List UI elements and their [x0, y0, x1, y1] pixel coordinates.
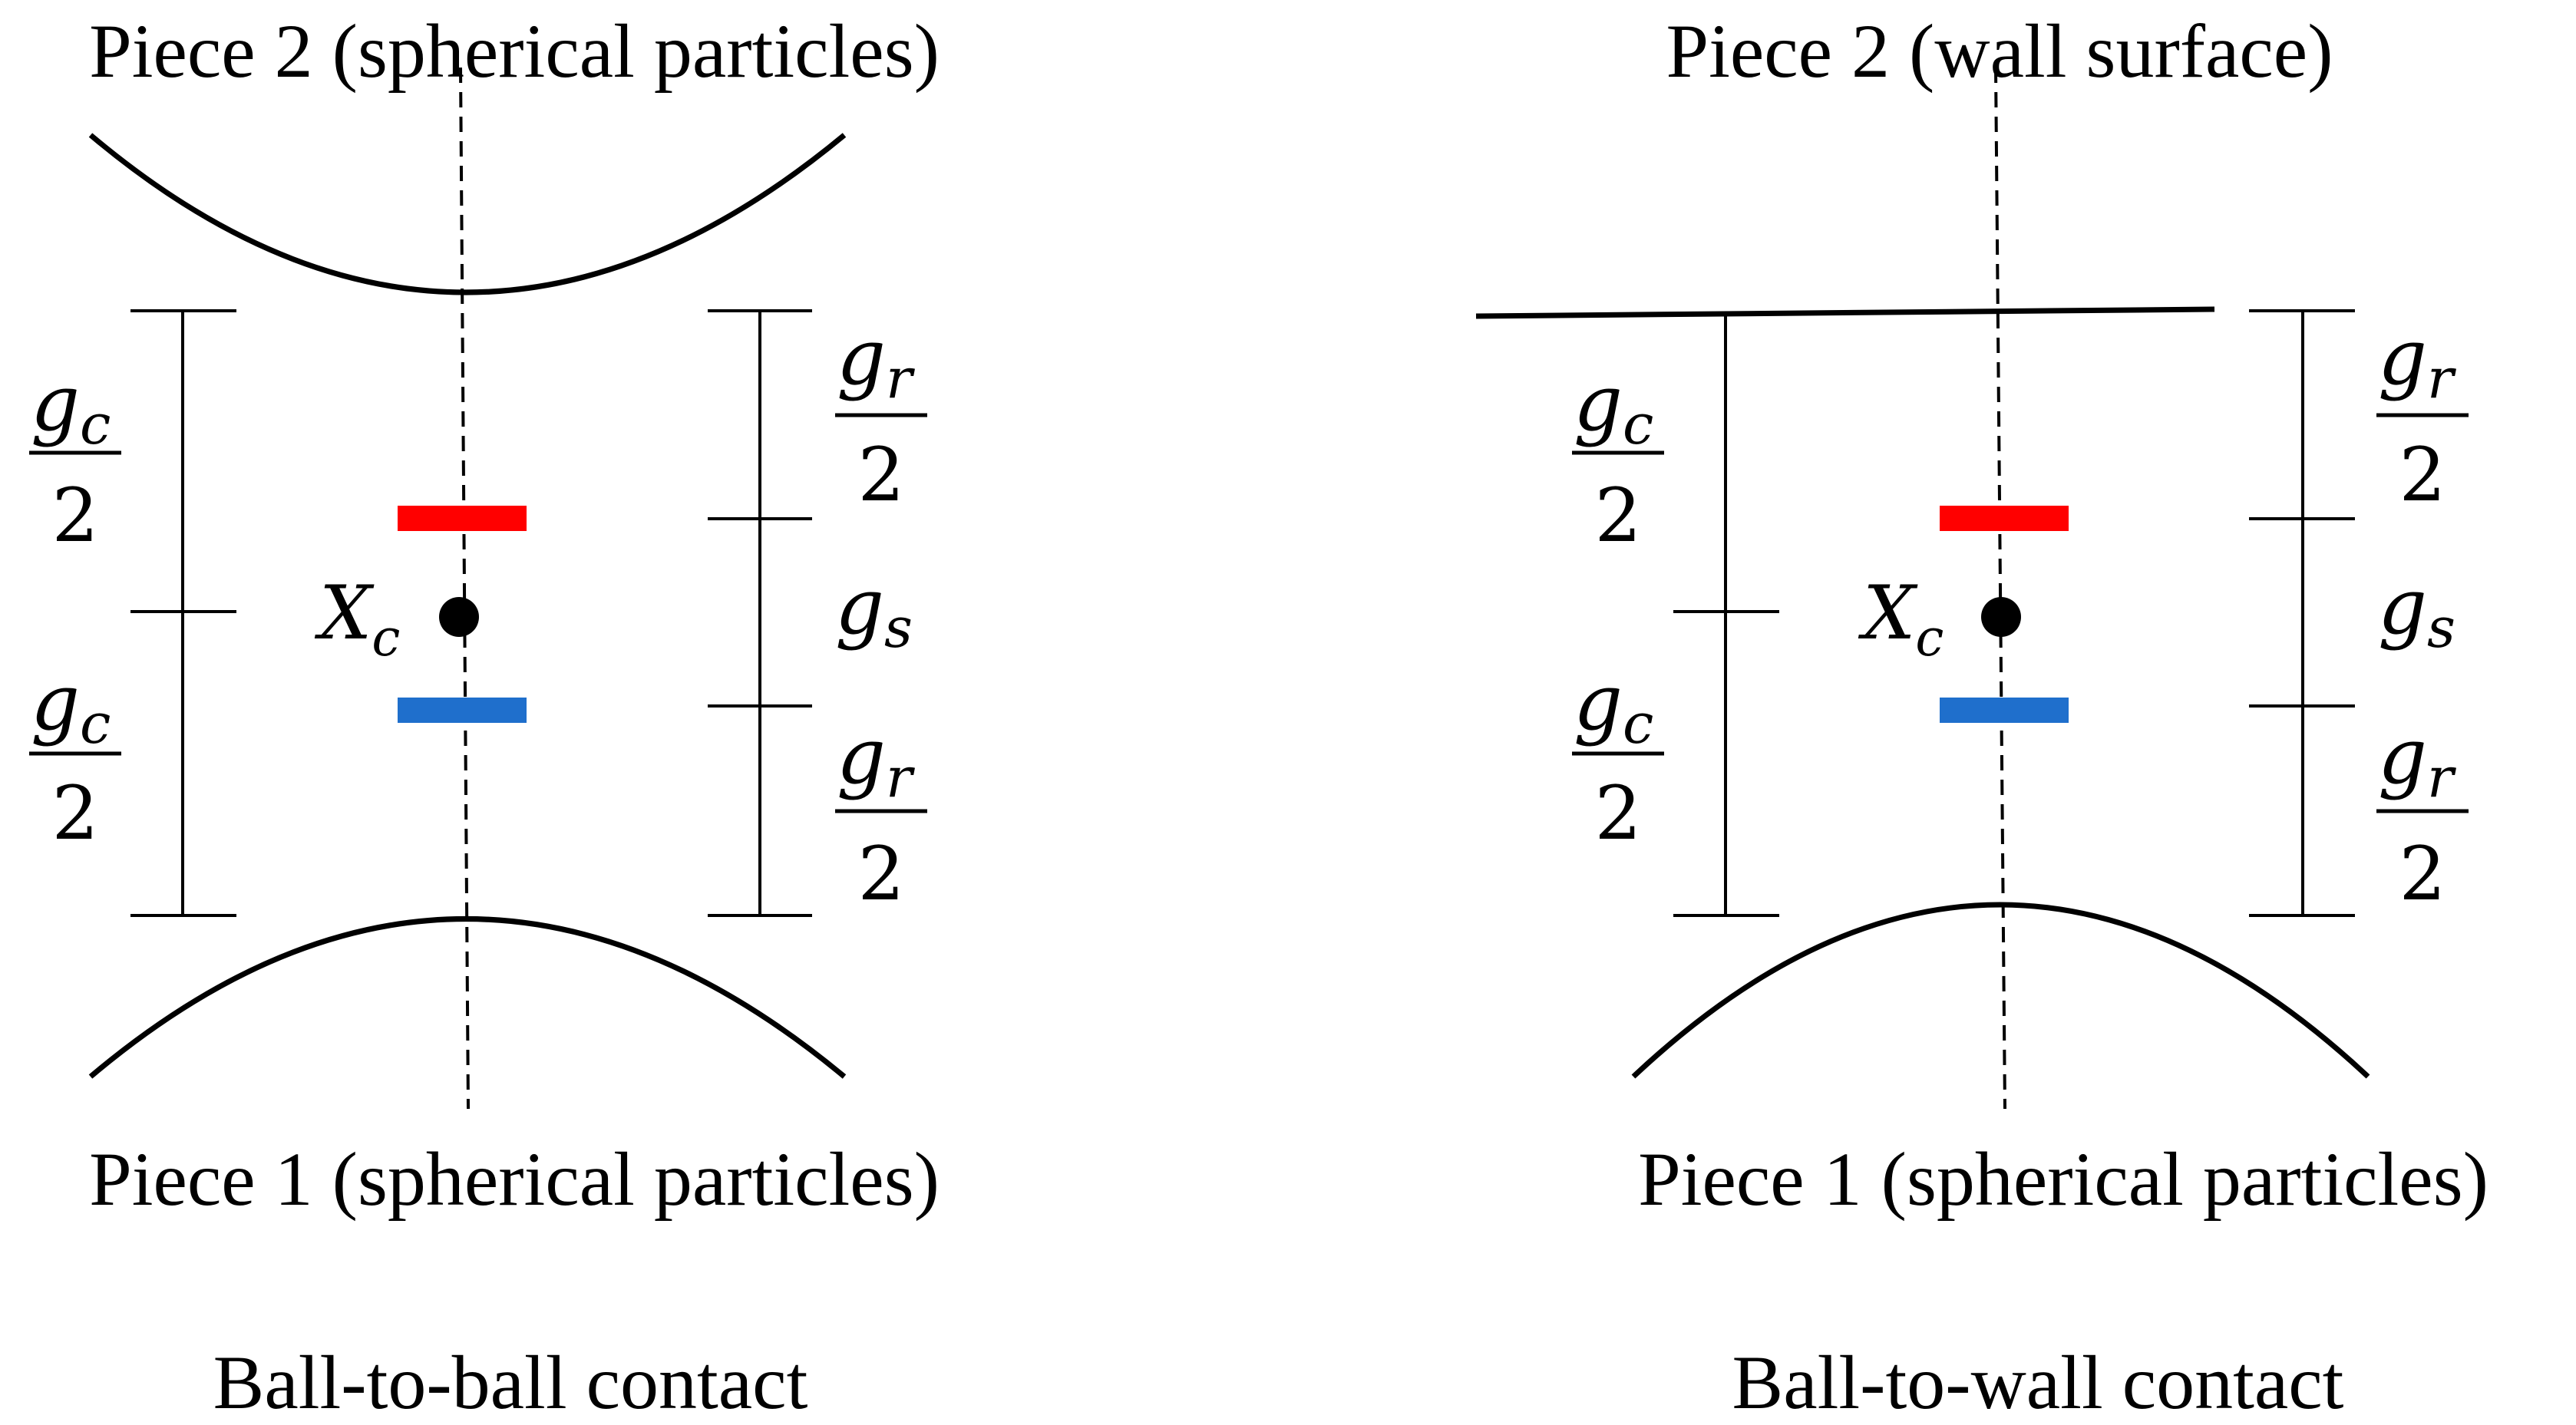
top-piece-label: Piece 2 (spherical particles)	[89, 8, 940, 94]
svg-text:2: 2	[1594, 473, 1641, 559]
right-fraction-upper: gr 2	[2376, 312, 2469, 518]
wall-surface-line	[1475, 306, 2215, 319]
svg-text:gc: gc	[31, 658, 111, 756]
upper-red-bar	[398, 506, 527, 531]
bottom-piece-label: Piece 1 (spherical particles)	[1638, 1136, 2488, 1222]
left-fraction-lower: gc 2	[29, 658, 121, 856]
bottom-piece-label: Piece 1 (spherical particles)	[89, 1136, 940, 1222]
contact-center-point	[1981, 597, 2021, 637]
upper-red-bar	[1940, 506, 2069, 531]
left-fraction-upper: gc 2	[1572, 358, 1664, 559]
panel-ball-to-wall: Piece 2 (wall surface) Xc gc	[1475, 8, 2488, 1425]
svg-text:2: 2	[51, 473, 98, 559]
svg-text:2: 2	[857, 831, 904, 917]
svg-text:2: 2	[2399, 831, 2446, 917]
right-dimension-bar	[2249, 309, 2355, 917]
svg-text:2: 2	[2399, 432, 2446, 518]
svg-text:gr: gr	[2378, 312, 2456, 411]
svg-text:2: 2	[51, 770, 98, 856]
right-gs-label: gs	[835, 562, 913, 660]
right-dimension-bar	[708, 309, 812, 917]
left-dimension-bar	[1673, 313, 1779, 917]
center-axis-line	[1994, 67, 2006, 1110]
lower-sphere-arc	[88, 916, 847, 1079]
svg-text:gc: gc	[1574, 658, 1653, 756]
svg-text:gs: gs	[2378, 562, 2455, 660]
svg-text:gc: gc	[1574, 358, 1653, 457]
right-gs-label: gs	[2378, 562, 2455, 660]
panel-ball-to-ball: Piece 2 (spherical particles) Xc	[29, 8, 940, 1425]
top-piece-label: Piece 2 (wall surface)	[1666, 8, 2333, 94]
center-point-label: Xc	[314, 570, 400, 668]
left-dimension-bar	[130, 309, 236, 917]
right-fraction-upper: gr 2	[835, 312, 927, 518]
panel-caption: Ball-to-wall contact	[1732, 1340, 2344, 1425]
left-fraction-upper: gc 2	[29, 358, 121, 559]
upper-sphere-arc	[88, 133, 847, 295]
right-fraction-lower: gr 2	[835, 711, 927, 917]
svg-text:gr: gr	[837, 312, 915, 411]
right-fraction-lower: gr 2	[2376, 711, 2469, 917]
center-axis-line	[459, 67, 470, 1110]
lower-sphere-arc	[1631, 902, 2370, 1079]
svg-text:gc: gc	[31, 358, 111, 457]
svg-text:2: 2	[1594, 770, 1641, 856]
lower-blue-bar	[398, 698, 527, 723]
svg-text:gs: gs	[835, 562, 913, 660]
left-fraction-lower: gc 2	[1572, 658, 1664, 856]
panel-caption: Ball-to-ball contact	[213, 1340, 808, 1425]
svg-text:gr: gr	[2378, 711, 2456, 810]
contact-center-point	[439, 597, 479, 637]
svg-text:2: 2	[857, 432, 904, 518]
center-point-label: Xc	[1858, 570, 1944, 668]
svg-text:gr: gr	[837, 711, 915, 810]
lower-blue-bar	[1940, 698, 2069, 723]
